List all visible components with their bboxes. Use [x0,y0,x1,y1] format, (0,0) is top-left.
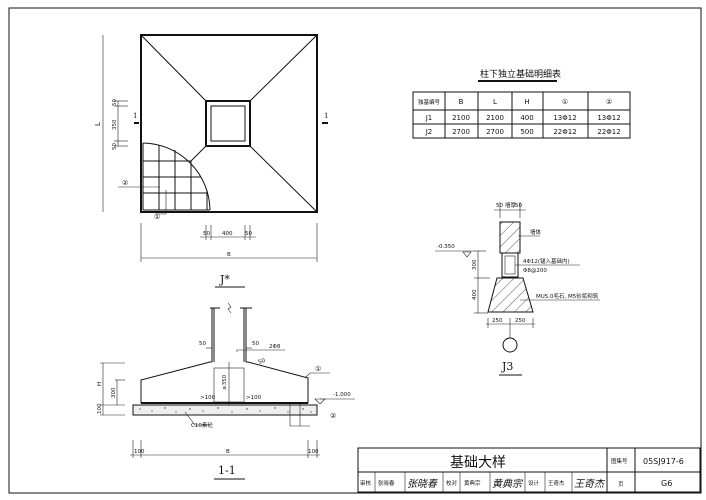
dim-ge100-right: >100 [246,395,262,401]
dim-50-bottom: 50 [112,143,118,150]
drawing-title: 基础大样 [450,454,506,471]
dim-B: B [227,252,231,258]
atlas-number: 05SJ917-6 [643,457,684,466]
table-cell: 400 [520,114,533,122]
reviewer-signature: 张晓春 [407,478,438,490]
rebar-1-label: ① [315,365,321,373]
footing-schedule-table: 柱下独立基础明细表 独基编号 B L H ① ② J1 2100 2100 40… [412,68,631,139]
dim-50-right: 50 [515,203,522,209]
detail-j3: 50 墙厚 50 墙体 4Φ12(锚入基础内) Φ8@200 MU5.0毛石, … [435,201,600,376]
header-b: B [459,98,464,106]
table-cell: J1 [425,114,433,122]
table-cell: 22Φ12 [553,128,576,136]
dim-50-top: 50 [112,99,118,106]
dim-B: B [226,449,230,455]
dim-L: L [94,122,102,126]
dim-400: 400 [222,231,233,237]
check-label: 校对 [446,479,458,487]
dim-250-right: 250 [515,318,526,324]
table-cell: 13Φ12 [597,114,620,122]
dim-400: 400 [472,289,478,300]
dim-300: 300 [111,387,117,398]
wall-thickness: 墙厚 [505,201,517,209]
elevation: -0.350 [437,244,455,250]
table-cell: 2100 [486,114,504,122]
dim-50-left: 50 [496,203,503,209]
header-rebar-1: ① [562,98,568,106]
table-cell: 22Φ12 [597,128,620,136]
cushion-label: C10素砼 [191,421,213,429]
axis-bubble [502,337,518,353]
rebar-2phi8: 2Φ8 [269,344,281,350]
page-label: 页 [618,481,624,488]
dim-50-right: 50 [245,231,252,237]
rebar-2-label: ② [122,179,128,187]
dim-ge100-left: >100 [200,395,216,401]
dim-50-left: 50 [203,231,210,237]
c10-cushion [132,404,318,416]
dim-300: 300 [472,259,478,270]
plan-title: J* [219,273,230,286]
stirrup: Φ8@200 [523,268,547,274]
wall-label: 墙体 [530,228,542,236]
rubble-footing [487,277,534,313]
j3-title: J3 [501,360,513,373]
table-cell: 2700 [452,128,470,136]
checker-name: 黄典宗 [464,479,481,487]
header-h: H [524,98,529,106]
dim-ge350: ≥350 [222,374,228,390]
table-cell: 13Φ12 [553,114,576,122]
table-cell: 500 [520,128,533,136]
review-label: 审核 [360,479,372,487]
title-block: 基础大样 图集号 05SJ917-6 审核 张晓春 张晓春 校对 黄典宗 黄典宗… [357,447,701,493]
dim-50-left: 50 [199,341,206,347]
plan-view-j: 1 1 L 50 350 50 ② ① 50 400 50 B J* [94,34,328,288]
concrete-hatch [139,407,312,413]
section-mark-left: 1 [133,112,137,120]
table-cell: J2 [425,128,433,136]
dim-100-left: 100 [134,449,145,455]
table-title: 柱下独立基础明细表 [480,68,561,80]
header-rebar-2: ② [606,98,612,106]
dim-100-right: 100 [308,449,319,455]
table-cell: 2700 [486,128,504,136]
footing-outline [140,34,318,213]
rebar-grid [142,142,211,211]
page-number: G6 [661,479,672,488]
dim-50-right: 50 [252,341,259,347]
column-inner [210,105,246,142]
beam-rebar: 4Φ12(锚入基础内) [523,257,570,265]
design-label: 设计 [528,479,540,487]
dim-H: H [97,382,103,386]
dim-350: 350 [112,119,118,130]
header-l: L [493,98,497,106]
material-note: MU5.0毛石, M5砂浆砌筑 [536,292,599,300]
designer-name: 王奇杰 [548,479,565,487]
reviewer-name: 张晓春 [378,479,395,487]
dim-50-slope: 50 [258,358,267,366]
dim-100: 100 [97,403,103,414]
rebar-1-label: ① [154,213,160,221]
header-id: 独基编号 [418,98,441,106]
elevation: -1.000 [333,392,351,398]
table-cell: 2100 [452,114,470,122]
checker-signature: 黄典宗 [492,478,524,490]
column-outer [205,100,251,147]
section-1-1: 50 50 2Φ8 50 ≥350 >100 >100 ① ② -1.000 C… [97,302,355,480]
sheet-border [8,7,702,494]
rebar-2-label: ② [330,412,336,420]
atlas-label: 图集号 [611,457,628,465]
dim-250-left: 250 [492,318,503,324]
section-title: 1-1 [218,464,236,477]
section-mark-right: 1 [324,112,328,120]
designer-signature: 王奇杰 [574,478,605,490]
wall [499,221,521,254]
